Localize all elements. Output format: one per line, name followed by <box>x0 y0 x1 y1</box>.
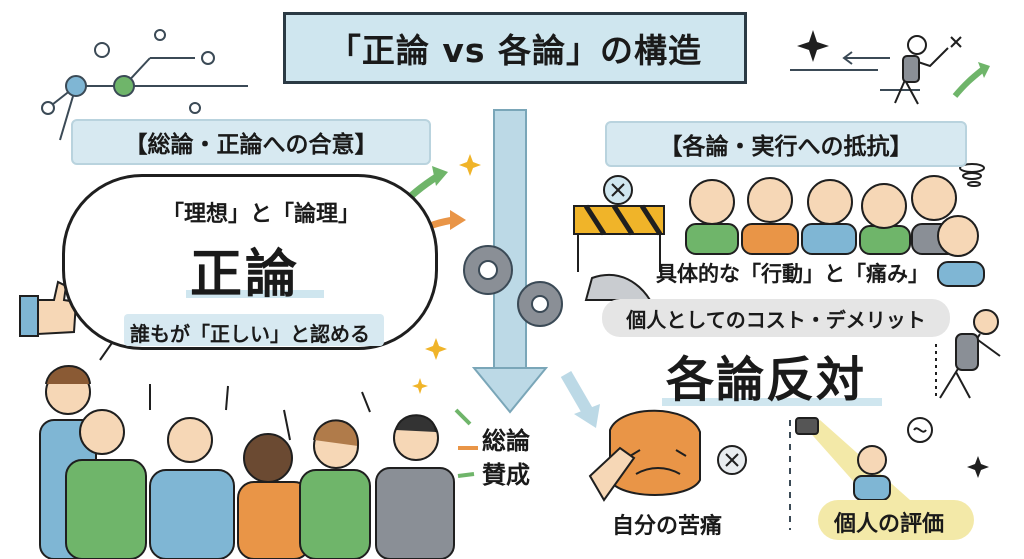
thumbs-up-icon <box>19 280 78 337</box>
sparkle-icon <box>459 154 481 176</box>
up-arrow-icon <box>952 67 984 98</box>
bubble-bottom-text: 誰もが「正しい」と認める <box>130 322 370 346</box>
sparkle-icon <box>412 378 428 394</box>
wallet-pain-icon <box>588 409 747 502</box>
side-label-agree: 総論 賛成 <box>482 424 530 492</box>
pushing-person-icon <box>935 309 1001 399</box>
left-section-tag: 【総論・正論への合意】 <box>71 119 431 165</box>
walking-person-icon <box>894 35 962 105</box>
small-arrow-icon <box>454 408 475 478</box>
right-main-text: 各論反対 <box>666 352 867 408</box>
kakuron-underline <box>662 398 882 406</box>
concrete-action-text: 具体的な「行動」と「痛み」 <box>656 262 929 286</box>
bubble-bottom-highlight <box>124 314 384 346</box>
bubble-top-text: 「理想」と「論理」 <box>162 202 361 227</box>
sparkle-icon <box>425 338 447 360</box>
direction-arrows-icon <box>790 51 920 91</box>
gear-icon <box>463 245 563 327</box>
sparkle-icon <box>797 30 829 62</box>
network-icon <box>41 29 248 141</box>
down-left-arrow <box>560 370 600 428</box>
side-label-line-1: 総論 <box>482 427 530 455</box>
right-section-tag: 【各論・実行への抵抗】 <box>605 121 967 167</box>
whirlwind-icon <box>959 163 985 187</box>
spotlight-person-icon <box>795 417 933 501</box>
page-title: 「正論 vs 各論」の構造 <box>283 12 747 84</box>
side-label-line-2: 賛成 <box>482 461 530 489</box>
eval-label-highlight <box>818 500 974 540</box>
cost-pill: 個人としてのコスト・デメリット <box>602 299 950 337</box>
seiron-underline <box>186 290 324 298</box>
eval-label: 個人の評価 <box>834 512 945 537</box>
bubble-main-text: 正論 <box>190 245 301 305</box>
pain-label: 自分の苦痛 <box>612 514 723 539</box>
sparkle-icon <box>967 456 989 478</box>
cheering-crowd-illustration <box>39 339 455 559</box>
barrier-icon <box>573 175 665 301</box>
worried-crowd-illustration <box>685 175 985 287</box>
center-down-arrow <box>471 109 549 414</box>
